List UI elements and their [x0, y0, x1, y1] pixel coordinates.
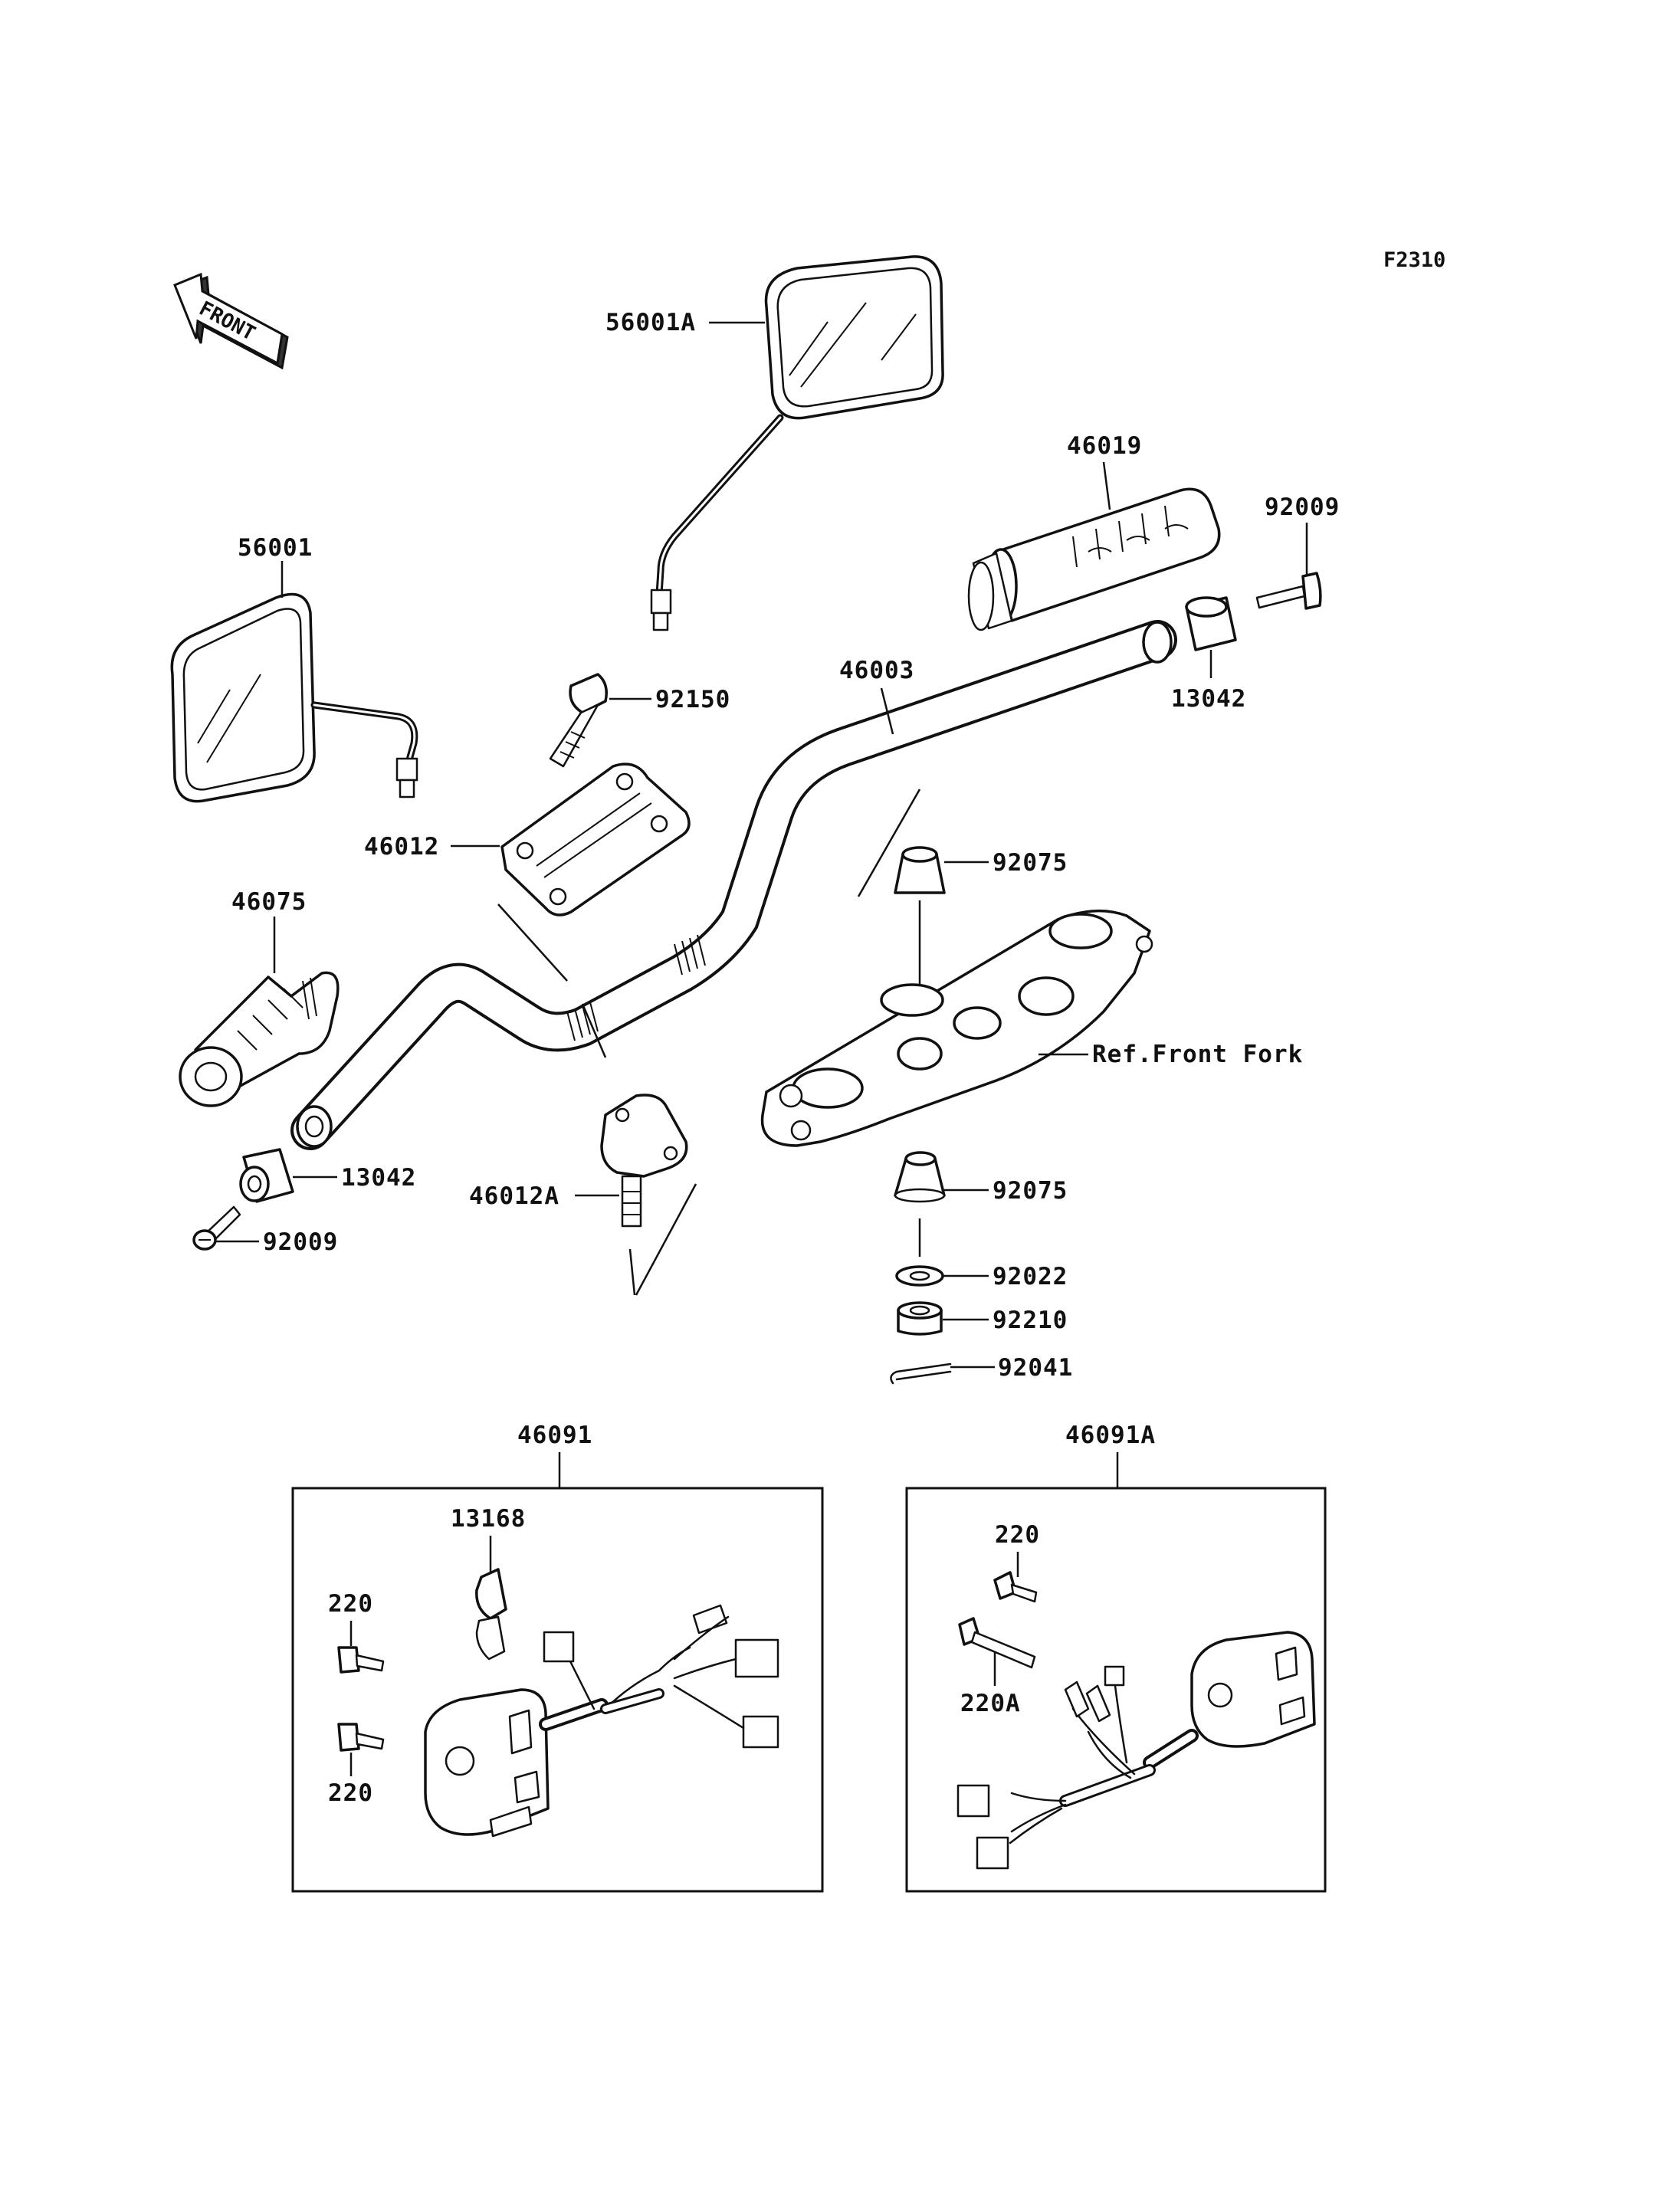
- label-cotter-pin: 92041: [998, 1354, 1073, 1382]
- label-holder-upper: 46012: [364, 833, 439, 861]
- label-screw-b1: 220: [995, 1521, 1040, 1549]
- assembly-line-2: [581, 1003, 607, 1058]
- switch-right-housing: [1143, 1631, 1316, 1769]
- mirror-left: [170, 592, 418, 803]
- assembly-line-4: [628, 1248, 636, 1296]
- assembly-line-1: [497, 903, 568, 982]
- switch-left-lever: [475, 1568, 507, 1661]
- damper-upper: [894, 846, 946, 894]
- label-ref-front-fork: Ref.Front Fork: [1092, 1041, 1303, 1068]
- label-mirror-left: 56001: [238, 534, 313, 562]
- label-switch-right: 46091A: [1065, 1421, 1156, 1449]
- switch-left-box: [291, 1487, 824, 1893]
- screw-right: [1255, 572, 1322, 610]
- switch-right-wiring: [956, 1665, 1156, 1870]
- label-screw-a1: 220: [328, 1590, 373, 1618]
- label-bolt: 92150: [655, 686, 730, 713]
- upper-bracket: [760, 909, 1153, 1147]
- switch-right-box: [905, 1487, 1327, 1893]
- bolt: [549, 673, 608, 768]
- switch-left-wiring: [543, 1604, 779, 1749]
- label-mirror-right: 56001A: [605, 309, 696, 336]
- mirror-right: [650, 255, 944, 631]
- leader-grip-right: [1102, 461, 1111, 510]
- label-screw-a2: 220: [328, 1779, 373, 1807]
- label-nut: 92210: [993, 1307, 1068, 1334]
- label-washer: 92022: [993, 1263, 1068, 1290]
- screw-b2: [958, 1617, 1036, 1669]
- label-damper-lower: 92075: [993, 1177, 1068, 1205]
- label-weight-left: 13042: [341, 1164, 416, 1192]
- figure-id: F2310: [1383, 248, 1445, 272]
- label-damper-upper: 92075: [993, 849, 1068, 877]
- label-screw-b2: 220A: [960, 1690, 1021, 1717]
- assembly-line-5: [857, 789, 921, 897]
- leader-handlebar: [880, 687, 894, 735]
- nut: [897, 1301, 943, 1336]
- bar-end-weight-left: [239, 1148, 294, 1203]
- assembly-line-3: [635, 1183, 697, 1296]
- holder-lower: [600, 1094, 688, 1228]
- label-switch-left: 46091: [517, 1421, 592, 1449]
- grip-left: [179, 971, 340, 1107]
- label-holder-lower: 46012A: [469, 1182, 559, 1210]
- label-grip-left: 46075: [231, 888, 307, 916]
- screw-b1: [993, 1571, 1038, 1603]
- handlebar: [290, 620, 1177, 1150]
- label-lever: 13168: [451, 1505, 526, 1533]
- screw-left: [192, 1205, 241, 1251]
- switch-left-housing: [424, 1688, 609, 1838]
- screw-a1: [337, 1646, 385, 1674]
- label-screw-right: 92009: [1265, 494, 1340, 521]
- washer: [895, 1265, 944, 1287]
- label-screw-left: 92009: [263, 1228, 338, 1256]
- damper-lower: [894, 1151, 946, 1203]
- holder-upper: [500, 762, 691, 917]
- label-grip-right: 46019: [1067, 432, 1142, 460]
- label-handlebar: 46003: [839, 657, 914, 684]
- grip-right: [967, 487, 1221, 631]
- label-weight-right: 13042: [1171, 685, 1246, 713]
- bar-end-weight-right: [1185, 596, 1237, 651]
- screw-a2: [337, 1723, 385, 1752]
- cotter-pin: [890, 1362, 952, 1385]
- front-arrow-icon: FRONT: [173, 272, 289, 370]
